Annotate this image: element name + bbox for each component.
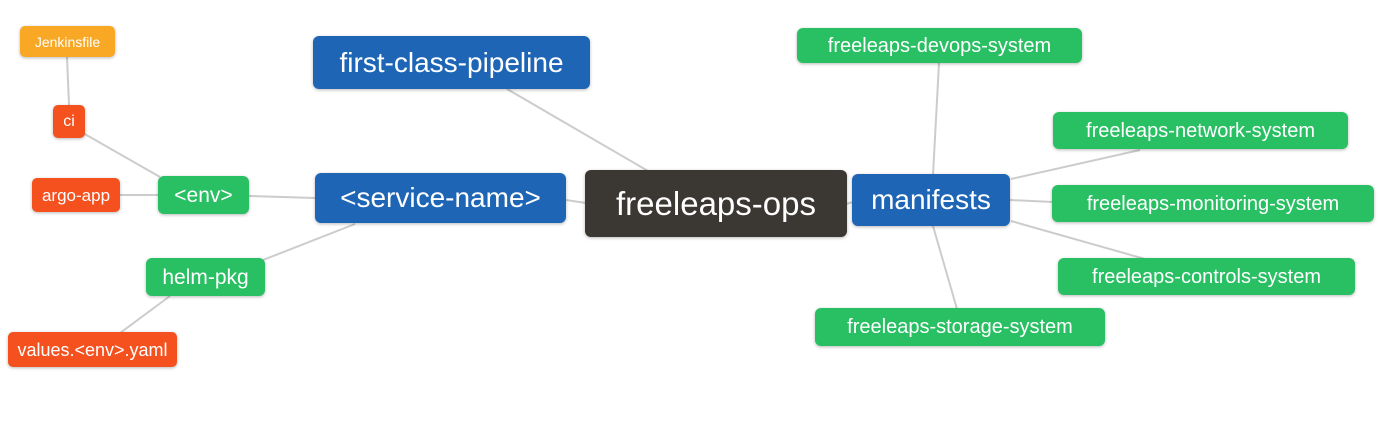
connector-line (66, 56, 70, 106)
node-freeleaps-controls-system[interactable]: freeleaps-controls-system (1058, 258, 1355, 295)
connector-line (119, 295, 171, 334)
node-helm-pkg[interactable]: helm-pkg (146, 258, 265, 296)
connector-line (565, 199, 587, 204)
node-freeleaps-monitoring-system[interactable]: freeleaps-monitoring-system (1052, 185, 1374, 222)
node-jenkinsfile[interactable]: Jenkinsfile (20, 26, 115, 57)
connector-line (506, 88, 649, 172)
connector-line (82, 132, 161, 178)
node-freeleaps-ops-root[interactable]: freeleaps-ops (585, 170, 847, 237)
connector-line (845, 201, 854, 205)
node-freeleaps-devops-system[interactable]: freeleaps-devops-system (797, 28, 1082, 63)
node-manifests[interactable]: manifests (852, 174, 1010, 226)
node-values-env-yaml[interactable]: values.<env>.yaml (8, 332, 177, 367)
node-env[interactable]: <env> (158, 176, 249, 214)
connector-line (932, 62, 940, 176)
node-freeleaps-storage-system[interactable]: freeleaps-storage-system (815, 308, 1105, 346)
node-service-name[interactable]: <service-name> (315, 173, 566, 223)
connector-line (1010, 220, 1146, 260)
connector-line (262, 223, 356, 261)
connector-line (248, 195, 316, 199)
connector-line (1009, 199, 1054, 203)
connector-line (932, 225, 958, 310)
node-ci[interactable]: ci (53, 105, 85, 138)
connector-line (1010, 149, 1141, 180)
node-freeleaps-network-system[interactable]: freeleaps-network-system (1053, 112, 1348, 149)
node-argo-app[interactable]: argo-app (32, 178, 120, 212)
node-first-class-pipeline[interactable]: first-class-pipeline (313, 36, 590, 89)
